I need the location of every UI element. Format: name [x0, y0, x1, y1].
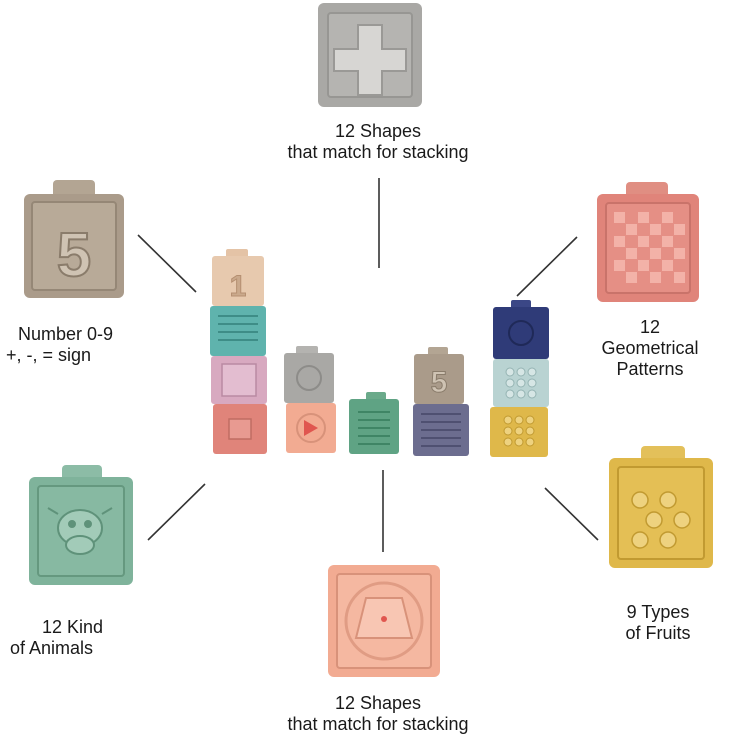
- number-5-small-glyph: 5: [431, 366, 448, 399]
- caption-line: Patterns: [616, 359, 684, 379]
- caption-line: of Animals: [10, 638, 94, 658]
- caption-line: Geometrical: [601, 338, 699, 358]
- checker-pattern-icon: [614, 212, 685, 283]
- connector-number: [137, 234, 197, 293]
- connector-animals: [147, 483, 206, 541]
- cherry-fruit-icon: [631, 491, 691, 549]
- sage-animal-block: [29, 465, 133, 585]
- coral-pattern-block: [597, 182, 699, 302]
- caption-animals: 12 Kind of Animals: [10, 617, 170, 659]
- connector-fruits: [544, 487, 599, 541]
- caption-line: that match for stacking: [287, 142, 469, 162]
- caption-line: of Fruits: [625, 623, 691, 643]
- cross-shape-icon: [333, 24, 407, 96]
- connector-lines: [137, 178, 599, 552]
- grey-cross-block: [318, 3, 422, 107]
- mustard-fruit-block: [609, 446, 713, 568]
- number-5-glyph: 5: [57, 221, 91, 290]
- caption-geometrical: 12 Geometrical Patterns: [575, 317, 725, 380]
- cow-face-icon: [47, 507, 113, 555]
- caption-line: 12 Shapes: [334, 121, 422, 141]
- number-1-glyph: 1: [230, 270, 247, 303]
- number-block: 5: [24, 180, 124, 298]
- caption-line: that match for stacking: [287, 714, 469, 734]
- caption-line: 12: [639, 317, 661, 337]
- connector-geometrical: [516, 236, 578, 297]
- caption-line: +, -, = sign: [6, 345, 92, 365]
- caption-shapes-bottom: 12 Shapes that match for stacking: [218, 693, 538, 735]
- caption-line: Number 0-9: [18, 324, 114, 344]
- caption-line: 12 Kind: [42, 617, 104, 637]
- peach-shape-block: [328, 565, 440, 677]
- caption-fruits: 9 Types of Fruits: [588, 602, 728, 644]
- caption-line: 9 Types: [626, 602, 690, 622]
- caption-number: Number 0-9 +, -, = sign: [6, 324, 166, 366]
- caption-shapes-top: 12 Shapes that match for stacking: [218, 121, 538, 163]
- center-stacks: 1 5: [210, 249, 549, 457]
- caption-line: 12 Shapes: [334, 693, 422, 713]
